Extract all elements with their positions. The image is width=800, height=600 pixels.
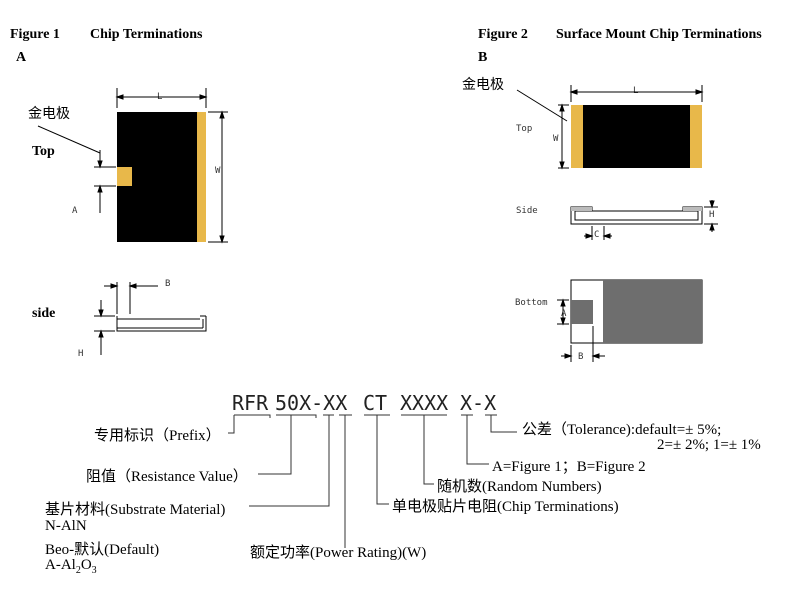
fig1-dim-W: W [215, 166, 221, 176]
figure2-electrode-label: 金电极 [462, 77, 504, 93]
figure2-sublabel: B [478, 50, 488, 65]
figure1-side-label: side [32, 306, 56, 321]
fig2-dim-H: H [709, 210, 715, 220]
figure2-number: Figure 2 [478, 27, 528, 42]
fig2-bottom-large-pad [603, 280, 702, 343]
figure2-top-label: Top [516, 124, 533, 134]
figure2-side-label: Side [516, 206, 538, 216]
legend-substrate-1: N-AlN [45, 518, 87, 534]
legend-chip-terminations: 单电极贴片电阻(Chip Terminations) [392, 499, 619, 515]
fig2-dim-W: W [553, 134, 559, 144]
legend-resistance: 阻值（Resistance Value） [86, 469, 248, 485]
fig2-dim-C: C [594, 230, 600, 240]
code-ct: CT [363, 391, 388, 415]
legend-substrate-2: Beo-默认(Default) [45, 542, 160, 558]
figure2-title: Surface Mount Chip Terminations [556, 27, 762, 42]
fig1-left-pad [117, 167, 132, 186]
figure1-number: Figure 1 [10, 27, 60, 42]
fig1-dim-H: H [78, 349, 84, 359]
fig2-bottom-small-pad [571, 300, 593, 324]
code-rating: 50X-XX [275, 391, 348, 415]
legend-substrate-title: 基片材料(Substrate Material) [45, 502, 226, 518]
figure1-title: Chip Terminations [90, 27, 203, 42]
fig2-dim-L: L [633, 86, 639, 96]
figure2-bottom-label: Bottom [515, 298, 548, 308]
fig2-chip-body [583, 105, 690, 168]
figure1-electrode-label: 金电极 [28, 106, 70, 122]
fig2-dim-B: B [578, 352, 584, 362]
fig1-right-electrode [197, 112, 206, 242]
fig1-dim-A: A [72, 206, 78, 216]
legend-substrate-3: A-Al2O3 [45, 557, 97, 576]
fig2-dim-A: A [561, 309, 567, 319]
code-random: XXXX [400, 391, 449, 415]
legend-tolerance-2: 2=± 2%; 1=± 1% [657, 437, 761, 453]
figure1-sublabel: A [16, 50, 27, 65]
fig1-dim-B: B [165, 279, 171, 289]
fig2-left-electrode [571, 105, 583, 168]
legend-tolerance-1: 公差（Tolerance):default=± 5%; [522, 422, 722, 438]
legend-figure-type: A=Figure 1；B=Figure 2 [492, 459, 646, 475]
legend-random: 随机数(Random Numbers) [437, 479, 602, 495]
legend-prefix: 专用标识（Prefix） [94, 428, 221, 444]
figure1-top-label: Top [32, 144, 55, 159]
legend-power: 额定功率(Power Rating)(W) [250, 545, 427, 561]
code-figure-tolerance: X-X [460, 391, 497, 415]
fig2-right-electrode [690, 105, 702, 168]
code-prefix: RFR [232, 391, 269, 415]
